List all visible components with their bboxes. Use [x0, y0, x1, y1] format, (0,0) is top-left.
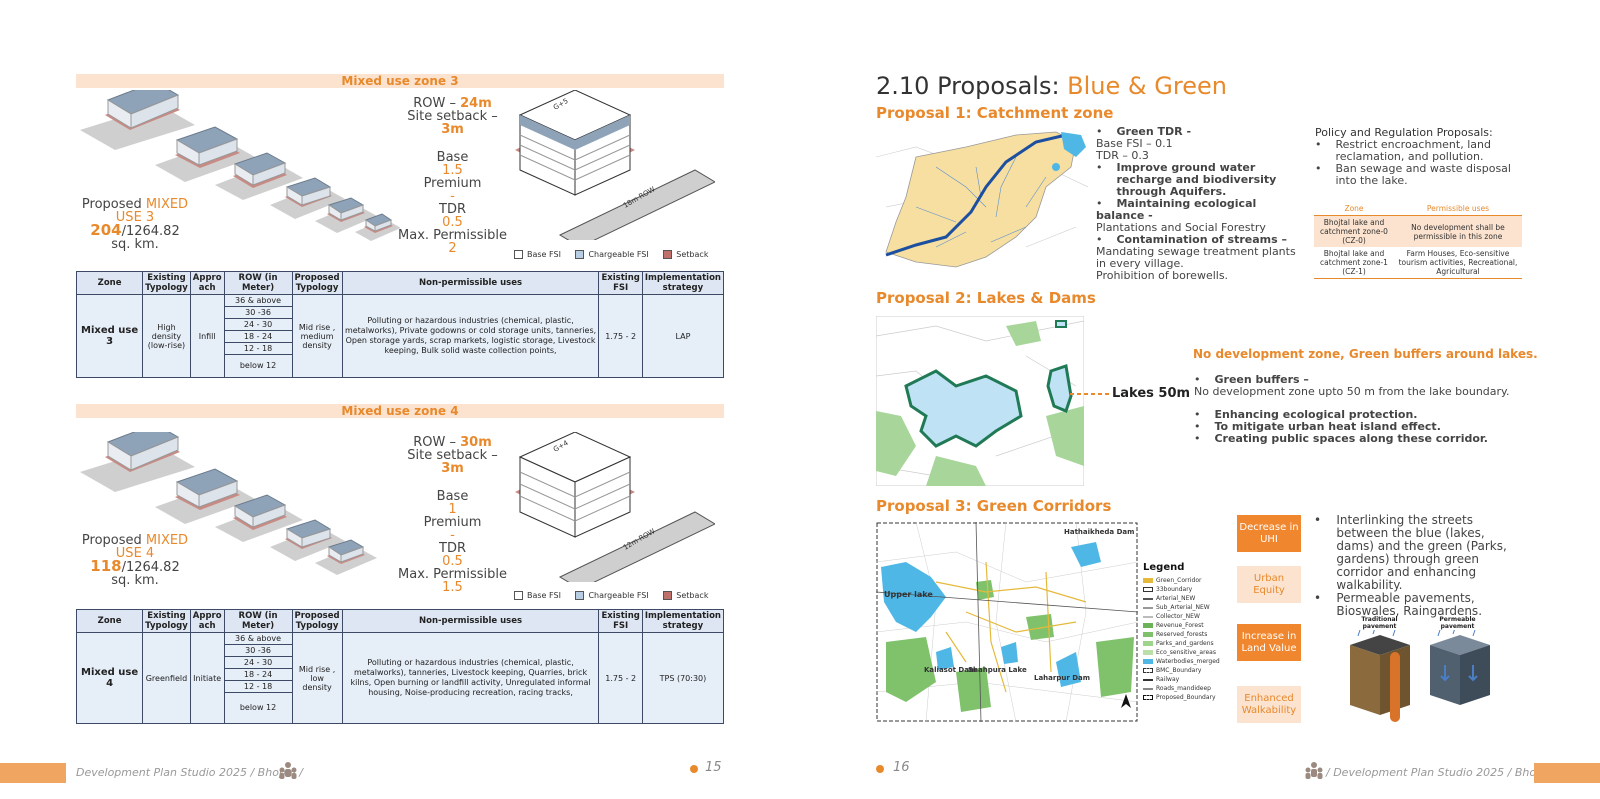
- map-label-shahpura: Shahpura Lake: [968, 666, 1027, 674]
- zone4-proposed-label: Proposed MIXED USE 4 118/1264.82 sq. km.: [81, 533, 189, 588]
- page-number-right: 16: [893, 760, 910, 775]
- page-title: 2.10 Proposals: Blue & Green: [876, 72, 1227, 100]
- pavement-label-traditional: Traditional pavement: [1361, 616, 1398, 630]
- zone3-building-iso: G+5 18m ROW: [515, 90, 715, 240]
- permissible-uses-table: Zone Permissible uses Bhojtal lake and c…: [1314, 202, 1522, 279]
- map-legend: Legend Green_Corridor 33boundary Arteria…: [1143, 562, 1220, 701]
- zone4-building-iso: G+4 12m ROW: [515, 432, 715, 582]
- zone4-building-steps-diagram: [80, 432, 377, 575]
- catchment-map: [876, 127, 1088, 277]
- north-arrow-icon: [1121, 694, 1131, 708]
- benefit-decrease-uhi: Decrease in UHI: [1237, 515, 1301, 552]
- zone4-specs: ROW – 30m Site setback – 3m Base 1 Premi…: [398, 435, 507, 595]
- proposal2-headline: No development zone, Green buffers aroun…: [1193, 347, 1538, 361]
- benefit-land-value: Increase in Land Value: [1237, 624, 1301, 661]
- page-number-left: 15: [705, 760, 722, 775]
- zone4-band: Mixed use zone 4: [76, 404, 724, 418]
- zone3-specs: ROW – 24m Site setback – 3m Base 1.5 Pre…: [398, 96, 507, 256]
- proposal3-title: Proposal 3: Green Corridors: [876, 497, 1112, 515]
- proposal2-bullets: • Green buffers – No development zone up…: [1194, 373, 1510, 445]
- footer-right-bar: [1534, 763, 1600, 783]
- green-corridors-map: Upper lake Hathaikheda Dam Kaliasot Dam …: [876, 522, 1138, 722]
- people-icon: [279, 762, 297, 779]
- pavement-diagram: [1350, 630, 1490, 722]
- zone4-legend: Base FSI Chargeable FSI Setback: [514, 591, 708, 600]
- lakes-map: [876, 316, 1084, 486]
- footer-left-text: Development Plan Studio 2025 / Bhopal /: [76, 766, 303, 779]
- lakes-pointer-line: [1070, 393, 1110, 395]
- footer-right-text: / Development Plan Studio 2025 / Bhopal: [1326, 766, 1553, 779]
- map-label-kaliasot: Kaliasot Dam: [924, 666, 976, 674]
- people-icon: [1305, 762, 1323, 779]
- page-dot-left: [690, 765, 698, 773]
- map-label-laharpur: Laharpur Dam: [1034, 674, 1090, 682]
- page-dot-right: [876, 765, 884, 773]
- zone4-table: Zone Existing Typology Appro ach ROW (in…: [75, 609, 725, 724]
- zone3-table: Zone Existing Typology Appro ach ROW (in…: [75, 271, 725, 378]
- proposal1-title: Proposal 1: Catchment zone: [876, 104, 1114, 122]
- map-label-upper-lake: Upper lake: [884, 590, 933, 599]
- proposal2-title: Proposal 2: Lakes & Dams: [876, 289, 1096, 307]
- lakes-50m-label: Lakes 50m: [1112, 386, 1191, 401]
- benefit-urban-equity: Urban Equity: [1237, 566, 1301, 603]
- proposal1-bullets: • Green TDR - Base FSI – 0.1 TDR – 0.3 •…: [1096, 125, 1296, 282]
- footer-left-bar: [0, 763, 66, 783]
- zone3-building-steps-diagram: [80, 90, 400, 241]
- benefit-walkability: Enhanced Walkability: [1237, 686, 1301, 723]
- zone3-legend: Base FSI Chargeable FSI Setback: [514, 250, 708, 259]
- zone3-band: Mixed use zone 3: [76, 74, 724, 88]
- policy-proposals: Policy and Regulation Proposals: • Restr…: [1315, 126, 1511, 187]
- proposal3-bullets: • Interlinking the streets between the b…: [1314, 513, 1507, 618]
- zone3-proposed-label: Proposed MIXED USE 3 204/1264.82 sq. km.: [81, 197, 189, 252]
- map-label-hathaikheda: Hathaikheda Dam: [1064, 528, 1134, 536]
- pavement-label-permeable: Permeable pavement: [1439, 616, 1476, 630]
